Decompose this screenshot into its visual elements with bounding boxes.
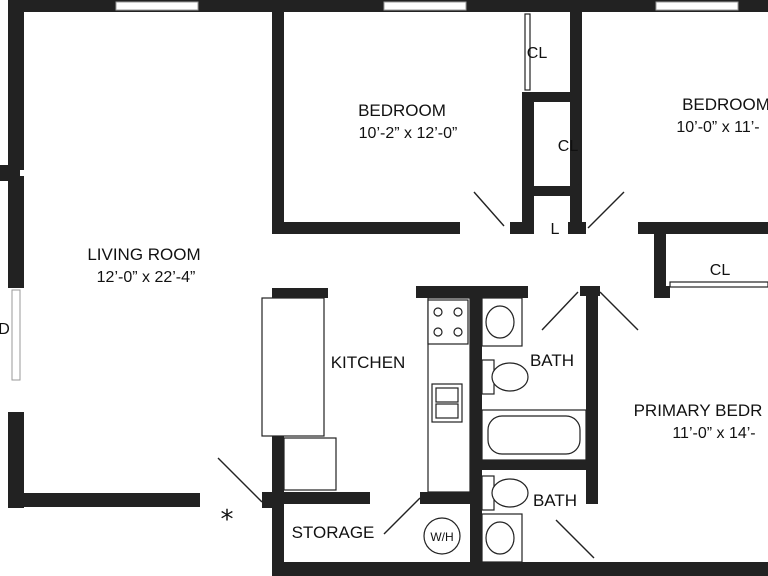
bedroom1-name: BEDROOM [358,101,446,120]
closet-mid-label: CL [558,138,579,155]
living-room-dims: 12’-0” x 22’-4” [97,269,196,286]
bedroom2-bottom-wall [638,222,768,234]
bath1-vanity [481,297,523,347]
bath2-vanity [481,513,523,563]
door-bath1 [541,291,579,331]
closet-left-wall [522,92,534,232]
bath-fixtures [481,297,587,563]
bedroom1-bottom-wall [272,222,460,234]
door-primary [599,291,639,331]
door-bedroom1 [473,191,505,227]
living-edge-label: D [0,321,10,338]
bathtub [481,409,587,461]
left-wall-upper [8,0,24,170]
closet-doors [524,13,768,288]
asterisk-marker: * [221,505,234,535]
window-living-left [11,289,21,381]
burner [433,307,443,317]
bottom-wall [272,562,768,576]
closet-divider-2 [522,186,582,196]
bedroom1-left-wall [272,0,284,234]
sink-basin [435,403,459,419]
burner [453,327,463,337]
left-wall-mid [8,176,24,288]
primary-bedroom-name: PRIMARY BEDR [634,401,763,420]
closet-stub-right [568,222,586,234]
left-wall-lower [8,412,24,508]
primary-left-wall [586,286,598,504]
stove [427,299,469,345]
burner [433,327,443,337]
closet-right-door [669,281,768,288]
windows [11,1,739,381]
bath2-name: BATH [533,491,577,510]
bedroom2-name: BEDROOM [682,95,768,114]
bath2-basin [485,521,515,555]
linen-closet-label: L [551,221,560,238]
bath1-basin [485,305,515,339]
bath-divider [470,460,598,470]
storage-top-wall [272,492,370,504]
kitchen-name: KITCHEN [331,353,406,372]
closet-divider-1 [522,92,582,102]
closet-right-left-wall [654,222,666,298]
closet-right-bottom-stub [654,286,670,298]
kitchen-top-stub [272,288,328,298]
living-bottom-wall [8,493,200,507]
doors [217,191,639,559]
living-room-name: LIVING ROOM [87,245,200,264]
closet-top-label: CL [527,45,548,62]
closet-right-wall [570,12,582,232]
window-living-top [115,1,199,11]
door-storage-exterior [217,457,263,503]
sink-basin [435,387,459,403]
door-bath2 [555,519,595,559]
bedroom1-dims: 10’-2” x 12’-0” [359,125,458,142]
closet-mid-door [572,103,579,185]
kitchen-bath-divider [470,286,482,562]
kitchen-island [261,297,325,437]
water-heater [423,517,461,555]
refrigerator [283,437,337,491]
kitchen-sink [431,383,463,423]
closet-stub-left [510,222,534,234]
bath2-toilet-bowl [491,478,529,508]
door-bedroom2 [587,191,625,229]
burner [453,307,463,317]
storage-top-wall-right [420,492,482,504]
bathtub-inner [487,415,581,455]
door-storage [383,497,421,535]
closet-top-door [524,13,531,91]
window-bedroom2-top [655,1,739,11]
kitchen-fixtures [261,297,471,493]
window-bedroom1-top [383,1,467,11]
storage-name: STORAGE [292,523,375,542]
labels: BEDROOM 10’-2” x 12’-0” BEDROOM 10’-0” x… [0,45,768,544]
primary-bedroom-dims: 11’-0” x 14’- [672,425,755,442]
bath1-toilet-bowl [491,362,529,392]
water-heater-label: W/H [430,530,453,544]
bedroom2-dims: 10’-0” x 11’- [676,119,759,136]
closet-right-label: CL [710,262,731,279]
bath1-name: BATH [530,351,574,370]
